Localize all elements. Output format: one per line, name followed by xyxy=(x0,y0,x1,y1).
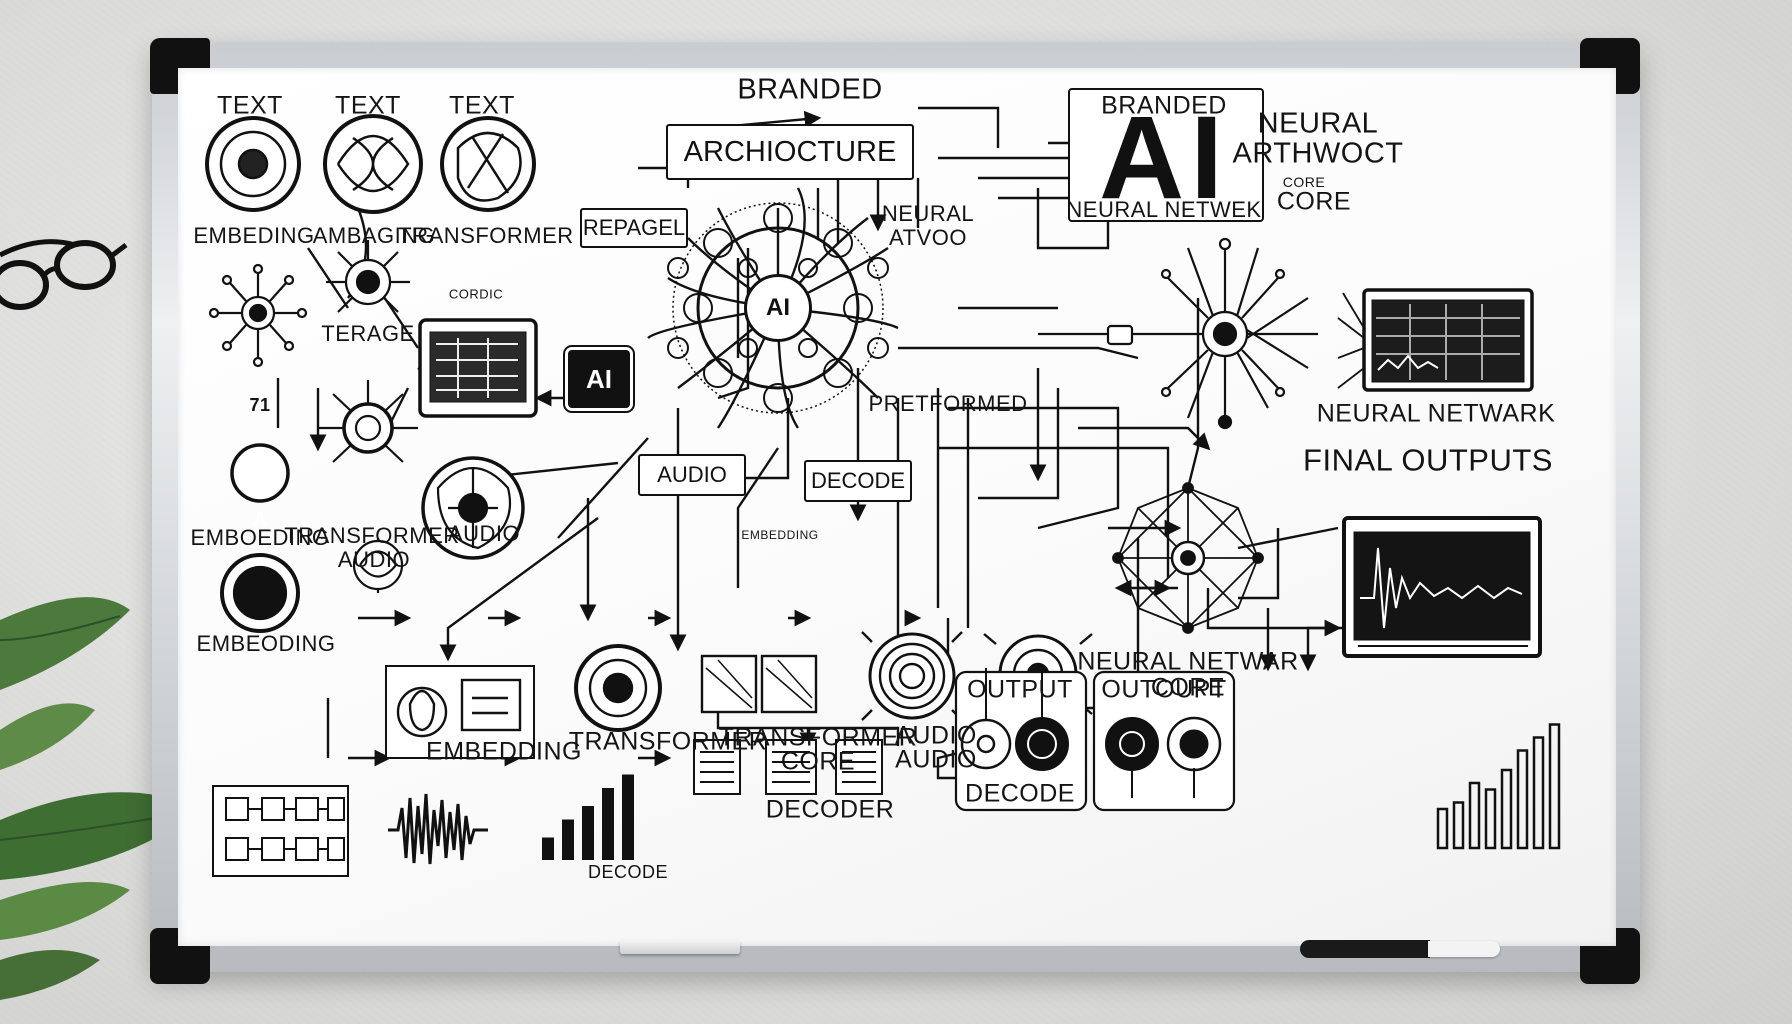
big-ai-logo: AI xyxy=(1099,92,1229,224)
label-neural-center: NEURAL xyxy=(881,201,975,226)
node-71-label: 71 xyxy=(249,395,271,415)
label-atvoo: ATVOO xyxy=(889,225,967,250)
text-label-3: TEXT xyxy=(449,91,515,120)
label-neural-netwark: NEURAL NETWARK xyxy=(1316,399,1556,428)
architecture-box: ARCHIOCTURE xyxy=(666,124,914,180)
label-transformer-core-1: TRANSFORMER xyxy=(718,723,918,752)
label-neural-netwar: NEURAL NETWAR xyxy=(1077,647,1299,676)
label-audio-sub: AUDIO xyxy=(337,547,411,572)
label-neural-netwar-core: CORE xyxy=(1150,673,1226,702)
label-embeding: EMBEDING xyxy=(193,223,315,248)
label-terage: TERAGE xyxy=(321,321,415,346)
whiteboard-surface: TEXT TEXT TEXT EMBEDING AMBAGING TRANSFO… xyxy=(178,68,1616,946)
label-neural-right: NEURAL xyxy=(1257,107,1379,140)
label-branded-right: BRANDED xyxy=(1101,91,1227,120)
plant-icon xyxy=(0,597,200,1000)
label-output-1: OUTPUT xyxy=(967,675,1073,704)
label-core: CORE xyxy=(1276,187,1352,216)
glasses-icon xyxy=(0,239,128,310)
label-core-small: CORE xyxy=(1282,174,1326,190)
label-output-2: OUTOUPT xyxy=(1101,675,1227,704)
label-audio-2: AUDIO xyxy=(447,521,521,546)
marker-pen xyxy=(1300,940,1500,958)
label-embedding-bottom: EMBEDDING xyxy=(426,737,582,766)
bottom-bar xyxy=(582,806,594,860)
label-cordic: CORDIC xyxy=(448,286,504,302)
marker-body xyxy=(1428,941,1500,957)
bottom-bar xyxy=(602,788,614,860)
bottom-bar xyxy=(542,837,554,860)
eraser xyxy=(620,940,740,954)
label-audio-bottom-2: AUDIO xyxy=(895,745,977,774)
label-ambaging: AMBAGING xyxy=(312,223,436,248)
right-bar xyxy=(1516,749,1529,850)
audio-box: AUDIO xyxy=(638,454,746,496)
right-bar xyxy=(1500,768,1513,850)
label-transformer-core-2: CORE xyxy=(780,747,856,776)
right-bar xyxy=(1548,723,1561,850)
label-neural-netwek: NEURAL NETWEK xyxy=(1066,197,1262,222)
label-emboeding: EMBOEDING xyxy=(190,525,330,550)
label-final-outputs: FINAL OUTPUTS xyxy=(1303,442,1553,478)
decode-box: DECODE xyxy=(804,460,912,502)
diagram-connectors xyxy=(205,96,1561,877)
label-decode-bottom: DECODE xyxy=(587,862,669,882)
label-transformer-audio: TRANSFORMER xyxy=(284,523,460,548)
label-embeoding: EMBEODING xyxy=(196,631,336,656)
right-bar xyxy=(1532,736,1545,850)
text-label-1: TEXT xyxy=(217,91,283,120)
branded-ai-panel xyxy=(1068,88,1264,222)
text-label-2: TEXT xyxy=(335,91,401,120)
marker-cap xyxy=(1300,940,1430,958)
ai-core-node: AI xyxy=(744,274,812,342)
repaged-box: REPAGEL xyxy=(580,208,688,248)
right-bar xyxy=(1468,781,1481,850)
ai-chip: AI xyxy=(568,350,630,408)
bottom-bar xyxy=(562,819,574,860)
right-bar xyxy=(1436,807,1449,850)
bottom-bars xyxy=(542,774,634,860)
node-a-label: A xyxy=(252,509,268,531)
label-decode-right: DECODE xyxy=(965,779,1075,808)
right-bar xyxy=(1452,801,1465,850)
bottom-bar xyxy=(622,774,634,860)
right-bar xyxy=(1484,788,1497,850)
label-artwoct: ARTHWOCT xyxy=(1232,137,1404,170)
label-pretformed: PRETFORMED xyxy=(868,391,1028,416)
label-transformer-top: TRANSFORMER xyxy=(398,223,574,248)
right-bars xyxy=(1436,723,1561,850)
label-branded-center: BRANDED xyxy=(737,73,883,106)
label-audio-bottom-1: AUDIO xyxy=(895,721,977,750)
label-decoder: DECODER xyxy=(765,795,895,824)
label-transformer-bottom: TRANSFORMER xyxy=(568,727,768,756)
label-embedding-small: EMBEDDING xyxy=(741,528,819,542)
